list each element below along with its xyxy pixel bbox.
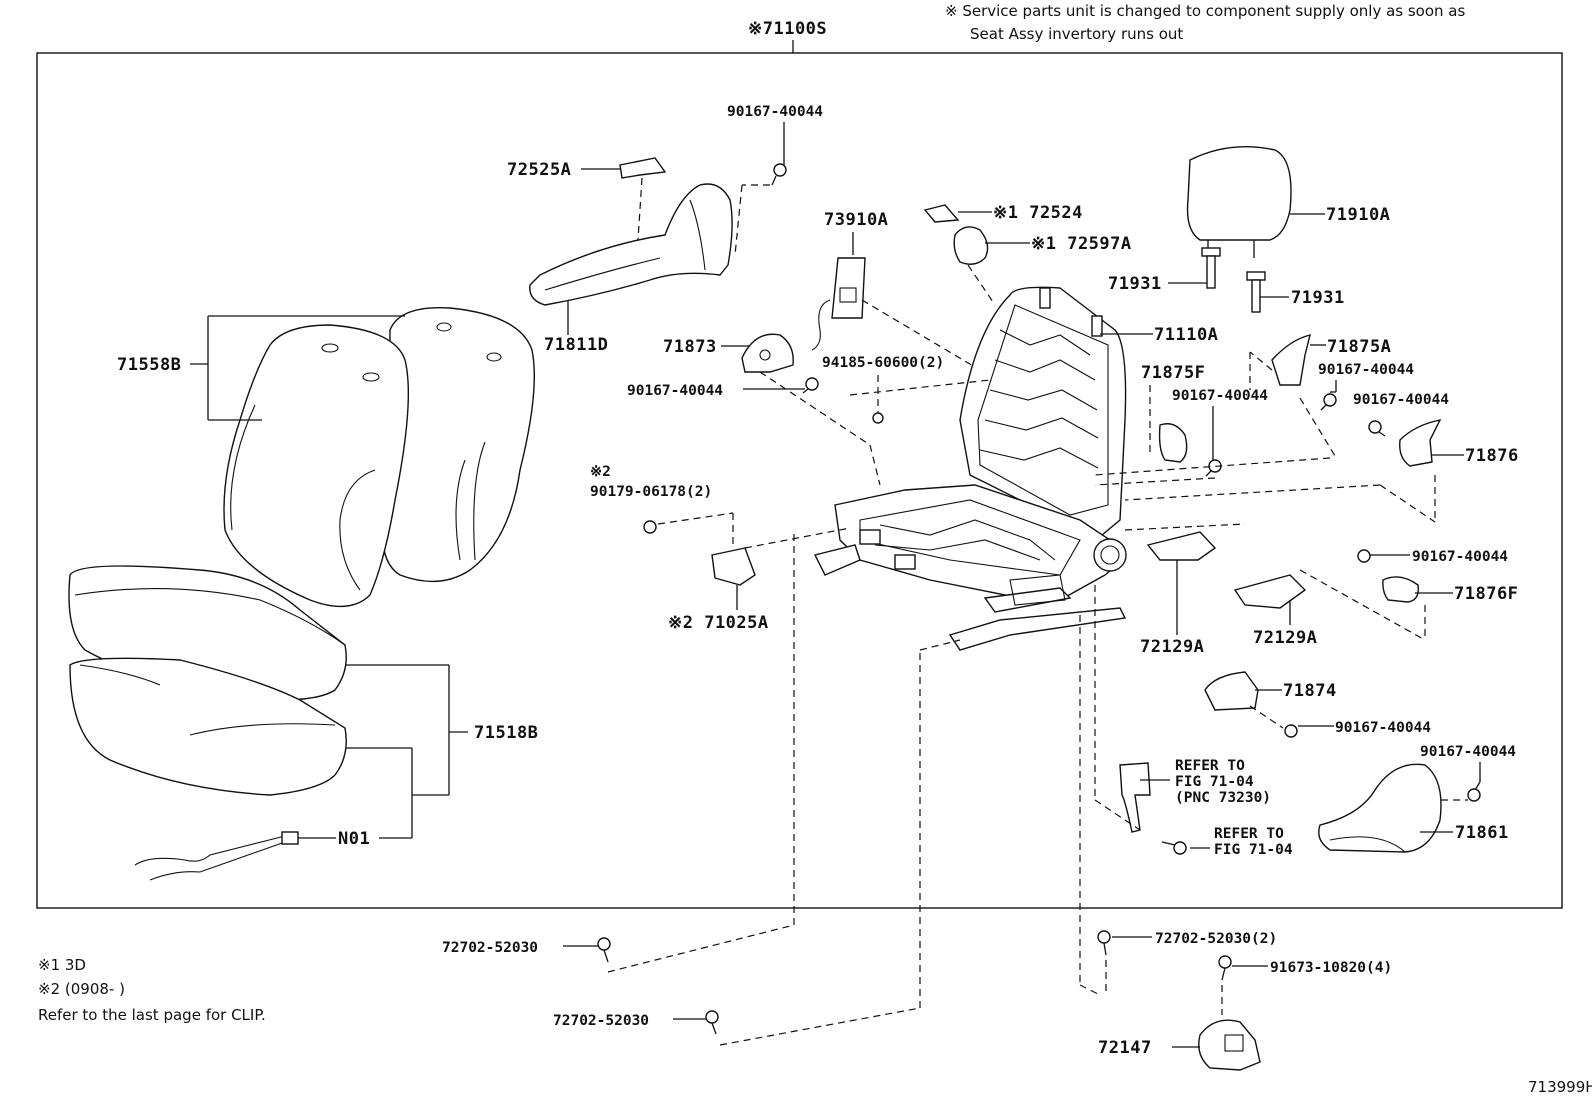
bolt-icon: [1097, 930, 1111, 956]
label-73910A: 73910A: [824, 210, 888, 230]
label-90167-71876F: 90167-40044: [1412, 549, 1508, 565]
service-note-line1: ※ Service parts unit is changed to compo…: [945, 2, 1465, 20]
label-71874: 71874: [1283, 681, 1337, 701]
label-94185: 94185-60600(2): [822, 355, 944, 371]
headrest-drawing: [1186, 146, 1292, 258]
label-72702-a: 72702-52030: [442, 940, 538, 956]
bolt-icon: [1205, 459, 1222, 477]
label-71910A: 71910A: [1326, 205, 1390, 225]
headrest-guide-right: [1246, 271, 1266, 313]
seatback-cover-drawing: [223, 306, 535, 608]
label-72597A: ※1 72597A: [1031, 234, 1132, 254]
label-90167-71874: 90167-40044: [1335, 720, 1431, 736]
label-72702-c: 72702-52030(2): [1155, 931, 1277, 947]
label-71931-b: 71931: [1291, 288, 1345, 308]
label-71558B: 71558B: [117, 355, 181, 375]
label-90167-71873: 90167-40044: [627, 383, 723, 399]
label-90167-71875A: 90167-40044: [1318, 362, 1414, 378]
bolt-icon: [1284, 724, 1298, 738]
label-72129A-b: 72129A: [1253, 628, 1317, 648]
label-71876: 71876: [1465, 446, 1519, 466]
label-90167-71861: 90167-40044: [1420, 744, 1516, 760]
label-71931-a: 71931: [1108, 274, 1162, 294]
label-72525A: 72525A: [507, 160, 571, 180]
headrest-guide-left: [1201, 247, 1221, 289]
label-91673: 91673-10820(4): [1270, 960, 1392, 976]
footnote-1: ※1 3D: [38, 956, 86, 974]
assembly-label: ※71100S: [748, 19, 827, 39]
label-90167-71876: 90167-40044: [1353, 392, 1449, 408]
label-90167-71875F: 90167-40044: [1172, 388, 1268, 404]
refer2-line2: FIG 71-04: [1214, 842, 1293, 858]
refer1-line3: (PNC 73230): [1175, 790, 1271, 806]
label-71110A: 71110A: [1154, 325, 1218, 345]
bolt-icon: [1161, 841, 1187, 855]
bolt-icon: [802, 377, 819, 394]
label-71876F: 71876F: [1454, 584, 1518, 604]
label-90179-mark: ※2: [590, 464, 611, 480]
refer1-line2: FIG 71-04: [1175, 774, 1254, 790]
label-71875F: 71875F: [1141, 363, 1205, 383]
label-72702-b: 72702-52030: [553, 1013, 649, 1029]
figure-id: 713999H: [1528, 1078, 1592, 1096]
assembly-frame: [36, 52, 1563, 909]
footnote-2: ※2 (0908- ): [38, 980, 125, 998]
sensor-module-drawing: [811, 257, 866, 351]
nut-icon: [872, 412, 884, 424]
label-90179: 90179-06178(2): [590, 484, 712, 500]
label-72129A-a: 72129A: [1140, 637, 1204, 657]
bolt-icon: [597, 937, 611, 963]
wire-n01-drawing: [134, 831, 299, 881]
service-note-line2: Seat Assy invertory runs out: [970, 25, 1183, 43]
bolt-icon: [771, 163, 787, 186]
side-shield-drawing: [529, 183, 733, 306]
refer1-line1: REFER TO: [1175, 758, 1245, 774]
label-71861: 71861: [1455, 823, 1509, 843]
bolt-icon: [1368, 420, 1386, 437]
label-71873: 71873: [663, 337, 717, 357]
label-71811D: 71811D: [544, 335, 608, 355]
label-71518B: 71518B: [474, 723, 538, 743]
bolt-icon: [1218, 955, 1232, 981]
clip-icon: [643, 520, 657, 534]
refer2-line1: REFER TO: [1214, 826, 1284, 842]
label-N01: N01: [338, 829, 370, 849]
bolt-icon: [1320, 393, 1337, 411]
label-71875A: 71875A: [1327, 337, 1391, 357]
seat-frame-drawing: [813, 286, 1127, 651]
bolt-icon: [1467, 788, 1481, 802]
footnote-3: Refer to the last page for CLIP.: [38, 1006, 266, 1024]
label-72147: 72147: [1098, 1038, 1152, 1058]
seat-cushion-drawing: [68, 565, 347, 796]
label-71025A: ※2 71025A: [668, 613, 769, 633]
bolt-icon: [1357, 549, 1371, 563]
label-90167-top: 90167-40044: [727, 104, 823, 120]
bolt-icon: [705, 1010, 719, 1035]
label-72524: ※1 72524: [993, 203, 1083, 223]
